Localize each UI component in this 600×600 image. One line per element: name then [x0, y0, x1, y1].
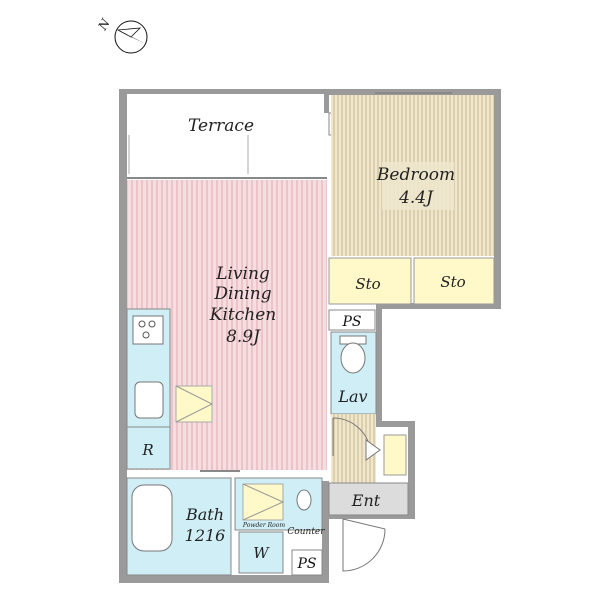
- wall-lav-right: [376, 303, 382, 425]
- bathtub: [131, 484, 173, 552]
- powder-hatch: [242, 483, 284, 521]
- entrance-door-swing: [342, 519, 386, 572]
- wall-entry-bottom: [329, 513, 415, 519]
- ps-mid-label: PS: [341, 314, 361, 330]
- wall-entry-right: [408, 421, 415, 519]
- entrance-floor: [328, 482, 409, 516]
- bedroom-label: Bedroom: [376, 165, 455, 185]
- bath-label: Bath: [185, 505, 224, 524]
- counter-label: Counter: [287, 527, 325, 537]
- terrace-area: [127, 94, 324, 176]
- bedroom-size: 4.4J: [398, 188, 434, 208]
- storage-right: [413, 257, 495, 305]
- wash-basin: [296, 489, 312, 511]
- storage-left-label: Sto: [355, 275, 380, 293]
- bedroom-label-bg: [382, 162, 454, 210]
- stove: [132, 315, 164, 345]
- powder-room-label: Powder Room: [242, 522, 285, 529]
- storage-left: [328, 257, 412, 305]
- ps-mid-box: [328, 309, 376, 331]
- ldk-line1: Living: [215, 264, 270, 284]
- wall-terrace-top: [119, 89, 329, 94]
- floor-hatch: [175, 385, 213, 423]
- wall-left: [119, 89, 127, 583]
- wall-bedroom-right: [494, 89, 501, 308]
- wall-entry-top: [376, 421, 414, 427]
- wall-terrace-right: [324, 89, 329, 113]
- ps-bottom-box: [291, 549, 323, 576]
- north-label: N: [95, 16, 113, 33]
- toilet-bowl: [340, 342, 366, 374]
- bath-size: 1216: [185, 526, 226, 545]
- wall-storage-bottom: [377, 303, 501, 309]
- compass-needle-light: [116, 27, 142, 38]
- ldk-size: 8.9J: [226, 327, 261, 347]
- fridge-label: R: [141, 441, 153, 459]
- lav-label: Lav: [337, 387, 367, 406]
- compass: N: [95, 16, 148, 54]
- ps-bottom-label: PS: [296, 556, 316, 572]
- fridge-space: [126, 426, 171, 470]
- ldk-line3: Kitchen: [209, 305, 276, 325]
- shoe-cupboard: [383, 434, 407, 476]
- wall-bottom: [119, 575, 329, 583]
- wall-bottom-right: [322, 481, 329, 583]
- kitchen-sink: [134, 381, 164, 419]
- entrance-label: Ent: [351, 491, 381, 510]
- storage-right-label: Sto: [440, 273, 465, 291]
- washer-space: [238, 531, 284, 574]
- terrace-label: Terrace: [188, 116, 254, 136]
- washer-label: W: [253, 544, 270, 562]
- walls: [119, 89, 501, 583]
- ldk-line2: Dining: [213, 284, 271, 304]
